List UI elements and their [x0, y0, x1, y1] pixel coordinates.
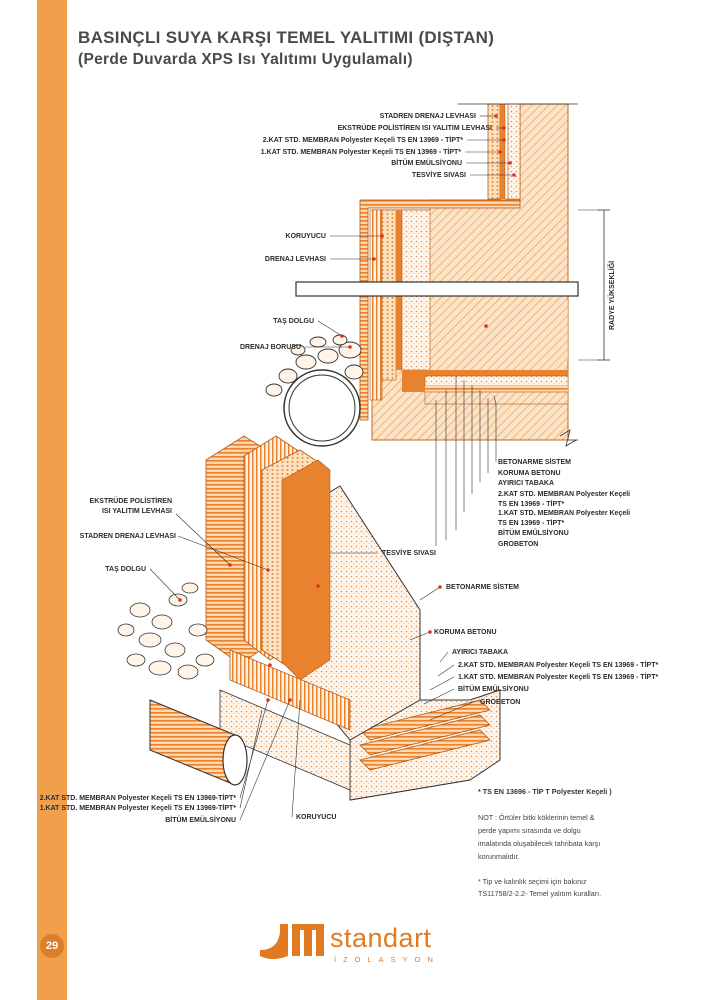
- brand-wordmark: standart: [330, 923, 432, 953]
- brand-subtitle: İZOLASYON: [334, 955, 440, 964]
- isometric-drawing: [117, 435, 501, 801]
- page-title: BASINÇLI SUYA KARŞI TEMEL YALITIMI (DIŞT…: [78, 28, 495, 47]
- iso-label-stadren: STADREN DRENAJ LEVHASI: [80, 533, 176, 540]
- note-line-2: perde yapımı sırasında ve dolgu: [478, 826, 581, 835]
- label-koruma-betonu: KORUMA BETONU: [498, 470, 561, 477]
- note-line-4: korunmalıdır.: [478, 852, 520, 861]
- iso-label-grobeton: GROBETON: [480, 699, 520, 706]
- page-number: 29: [40, 934, 64, 958]
- page-subtitle: (Perde Duvarda XPS Isı Yalıtımı Uygulama…: [78, 51, 413, 68]
- membrane-wrap: [359, 199, 521, 421]
- label-radye: RADYE YÜKSEKLİĞİ: [607, 261, 616, 330]
- note-line-3: imalatında oluşabilecek tahribata karşı: [478, 839, 601, 848]
- section-leader-dots: [340, 114, 516, 349]
- note-tip-1: * Tip ve kalınlık seçimi için bakınız: [478, 877, 587, 886]
- label-drenaj-levhasi: DRENAJ LEVHASI: [265, 256, 326, 263]
- label-stadren-drenaj: STADREN DRENAJ LEVHASI: [380, 113, 476, 120]
- label-tas-dolgu: TAŞ DOLGU: [273, 318, 314, 325]
- iso-label-betonarme: BETONARME SİSTEM: [446, 583, 519, 591]
- brand-logo-mark: [260, 924, 324, 959]
- iso-label-membran1-left: 1.KAT STD. MEMBRAN Polyester Keçeli TS E…: [40, 804, 237, 812]
- iso-label-xps-a: EKSTRÜDE POLİSTİREN: [90, 496, 172, 505]
- iso-leaders: [149, 513, 477, 821]
- page-accent-bar: [37, 0, 67, 1000]
- drainage-board: [369, 209, 383, 401]
- label-membran2-b: TS EN 13969 - TİPT*: [498, 500, 564, 508]
- iso-label-membran1: 1.KAT STD. MEMBRAN Polyester Keçeli TS E…: [458, 673, 658, 681]
- iso-label-membran2-left: 2.KAT STD. MEMBRAN Polyester Keçeli TS E…: [40, 794, 237, 802]
- label-ayirici: AYIRICI TABAKA: [498, 480, 554, 487]
- label-bitum: BİTÜM EMÜLSİYONU: [391, 158, 462, 167]
- iso-label-koruyucu: KORUYUCU: [296, 814, 336, 821]
- note-ts: * TS EN 13696 - TİP T Polyester Keçeli ): [478, 787, 612, 796]
- iso-label-xps-b: ISI YALITIM LEVHASI: [102, 508, 172, 515]
- label-koruyucu: KORUYUCU: [286, 233, 326, 240]
- label-membran1-b: TS EN 13969 - TİPT*: [498, 519, 564, 527]
- iso-leader-dots: [178, 563, 442, 702]
- label-bitum-sec: BİTÜM EMÜLSİYONU: [498, 528, 569, 537]
- pipe-sleeve: [295, 281, 579, 297]
- iso-label-membran2: 2.KAT STD. MEMBRAN Polyester Keçeli TS E…: [458, 661, 658, 669]
- drain-pipe-iso: [149, 699, 248, 786]
- drain-pipe: [283, 369, 361, 447]
- xps-layer-upper: [487, 103, 501, 200]
- label-membran-2: 2.KAT STD. MEMBRAN Polyester Keçeli TS E…: [263, 136, 463, 144]
- iso-label-ayirici: AYIRICI TABAKA: [452, 649, 508, 656]
- label-grobeton-sec: GROBETON: [498, 541, 538, 548]
- label-betonarme: BETONARME SİSTEM: [498, 458, 571, 466]
- iso-label-bitum-left: BİTÜM EMÜLSİYONU: [165, 815, 236, 824]
- iso-label-koruma: KORUMA BETONU: [434, 629, 497, 636]
- stone-fill-iso: [117, 582, 215, 680]
- note-tip-2: TS11758/2-2.2- Temel yalıtım kuralları.: [478, 889, 602, 898]
- label-xps: EKSTRÜDE POLİSTİREN ISI YALITIM LEVHASI: [338, 123, 492, 132]
- iso-label-bitum: BİTÜM EMÜLSİYONU: [458, 684, 529, 693]
- membrane-upper: [500, 104, 505, 199]
- stone-fill: [265, 334, 364, 397]
- label-membran2-a: 2.KAT STD. MEMBRAN Polyester Keçeli: [498, 491, 630, 498]
- iso-label-tas-dolgu: TAŞ DOLGU: [105, 566, 146, 573]
- label-membran1-a: 1.KAT STD. MEMBRAN Polyester Keçeli: [498, 510, 630, 517]
- iso-label-tesviye: TESVİYE SIVASI: [382, 549, 436, 557]
- label-drenaj-borusu: DRENAJ BORUSU: [240, 344, 301, 351]
- label-tesviye: TESVİYE SIVASI: [412, 171, 466, 179]
- note-line-1: NOT : Örtüler bitki köklerinin temel &: [478, 813, 595, 822]
- label-membran-1: 1.KAT STD. MEMBRAN Polyester Keçeli TS E…: [261, 148, 461, 156]
- section-leaders: [305, 115, 514, 546]
